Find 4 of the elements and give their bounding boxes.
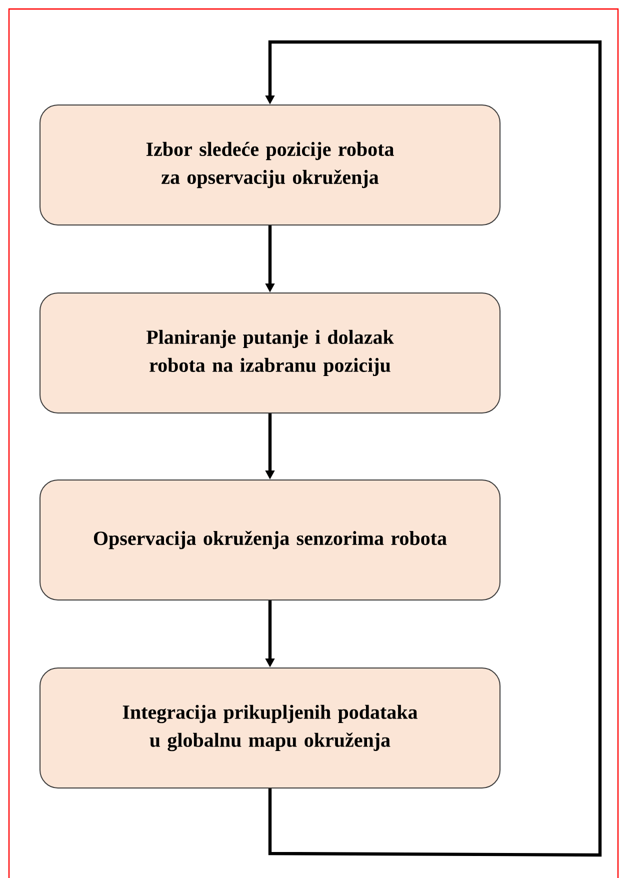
process-box: Opservacija okruženja senzorima robota	[40, 480, 500, 600]
process-box: Izbor sledeće pozicije robota za opservaciju okruženja	[40, 104, 500, 226]
process-box: Planiranje putanje i dolazak robota na izabranu poziciju	[40, 292, 500, 414]
process-box: Integracija prikupljenih podataka u globalnu mapu okruženja	[40, 668, 500, 788]
